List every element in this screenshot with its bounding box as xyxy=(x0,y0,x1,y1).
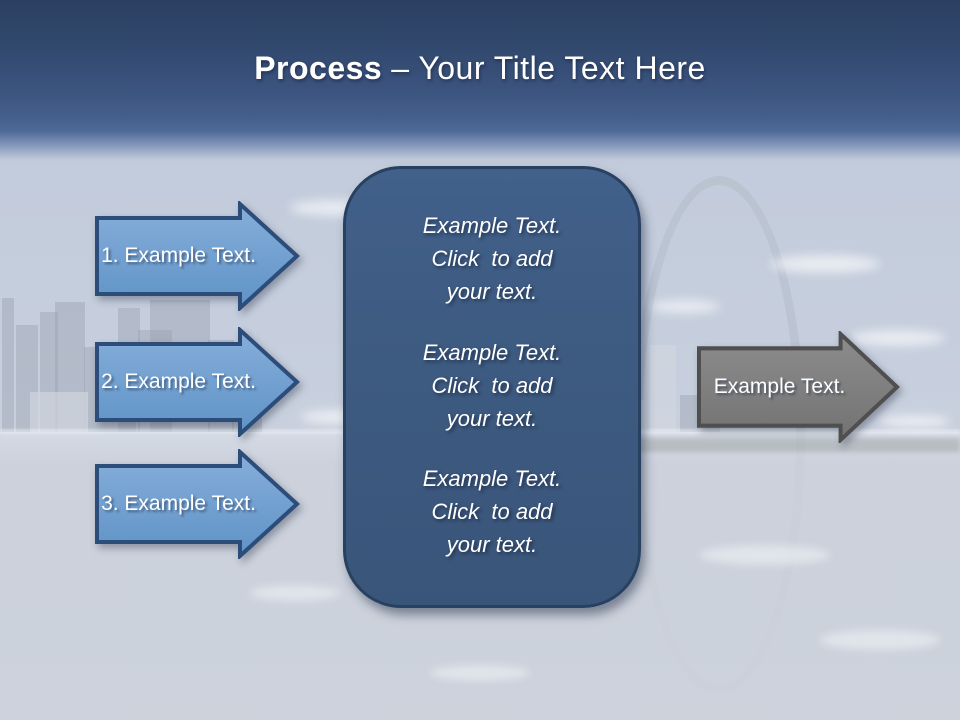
cloud xyxy=(880,415,950,428)
step-label: 3. Example Text. xyxy=(101,492,256,515)
cloud-reflection xyxy=(700,545,830,565)
step-arrow-3[interactable]: 3. Example Text. xyxy=(95,449,300,559)
cloud xyxy=(850,330,945,346)
output-arrow[interactable]: Example Text. xyxy=(697,331,900,443)
slide-title-keyword: Process xyxy=(254,50,383,86)
arrow-right-icon xyxy=(95,201,300,311)
cloud-reflection xyxy=(250,585,340,601)
arrow-right-icon xyxy=(697,331,900,443)
far-riverbank xyxy=(540,438,960,452)
step-label: 2. Example Text. xyxy=(101,370,256,393)
output-arrow-label: Example Text. xyxy=(713,375,846,398)
arrow-right-icon xyxy=(95,327,300,437)
process-detail-box[interactable]: Example Text. Click to add your text. Ex… xyxy=(343,166,641,608)
step-label: 1. Example Text. xyxy=(101,244,256,267)
cloud xyxy=(650,300,720,313)
cloud-reflection xyxy=(430,665,530,681)
cloud-reflection xyxy=(820,630,940,650)
arrow-right-icon xyxy=(95,449,300,559)
placeholder-text-1[interactable]: Example Text. Click to add your text. xyxy=(422,213,562,304)
slide-title-text: – Your Title Text Here xyxy=(391,50,706,86)
step-arrow-1[interactable]: 1. Example Text. xyxy=(95,201,300,311)
placeholder-text-2[interactable]: Example Text. Click to add your text. xyxy=(422,339,562,431)
step-arrow-2[interactable]: 2. Example Text. xyxy=(95,327,300,437)
slide-title[interactable]: Process– Your Title Text Here xyxy=(0,50,960,87)
cloud xyxy=(770,255,880,273)
placeholder-text-3[interactable]: Example Text. Click to add your text. xyxy=(422,466,562,557)
title-banner xyxy=(0,0,960,168)
